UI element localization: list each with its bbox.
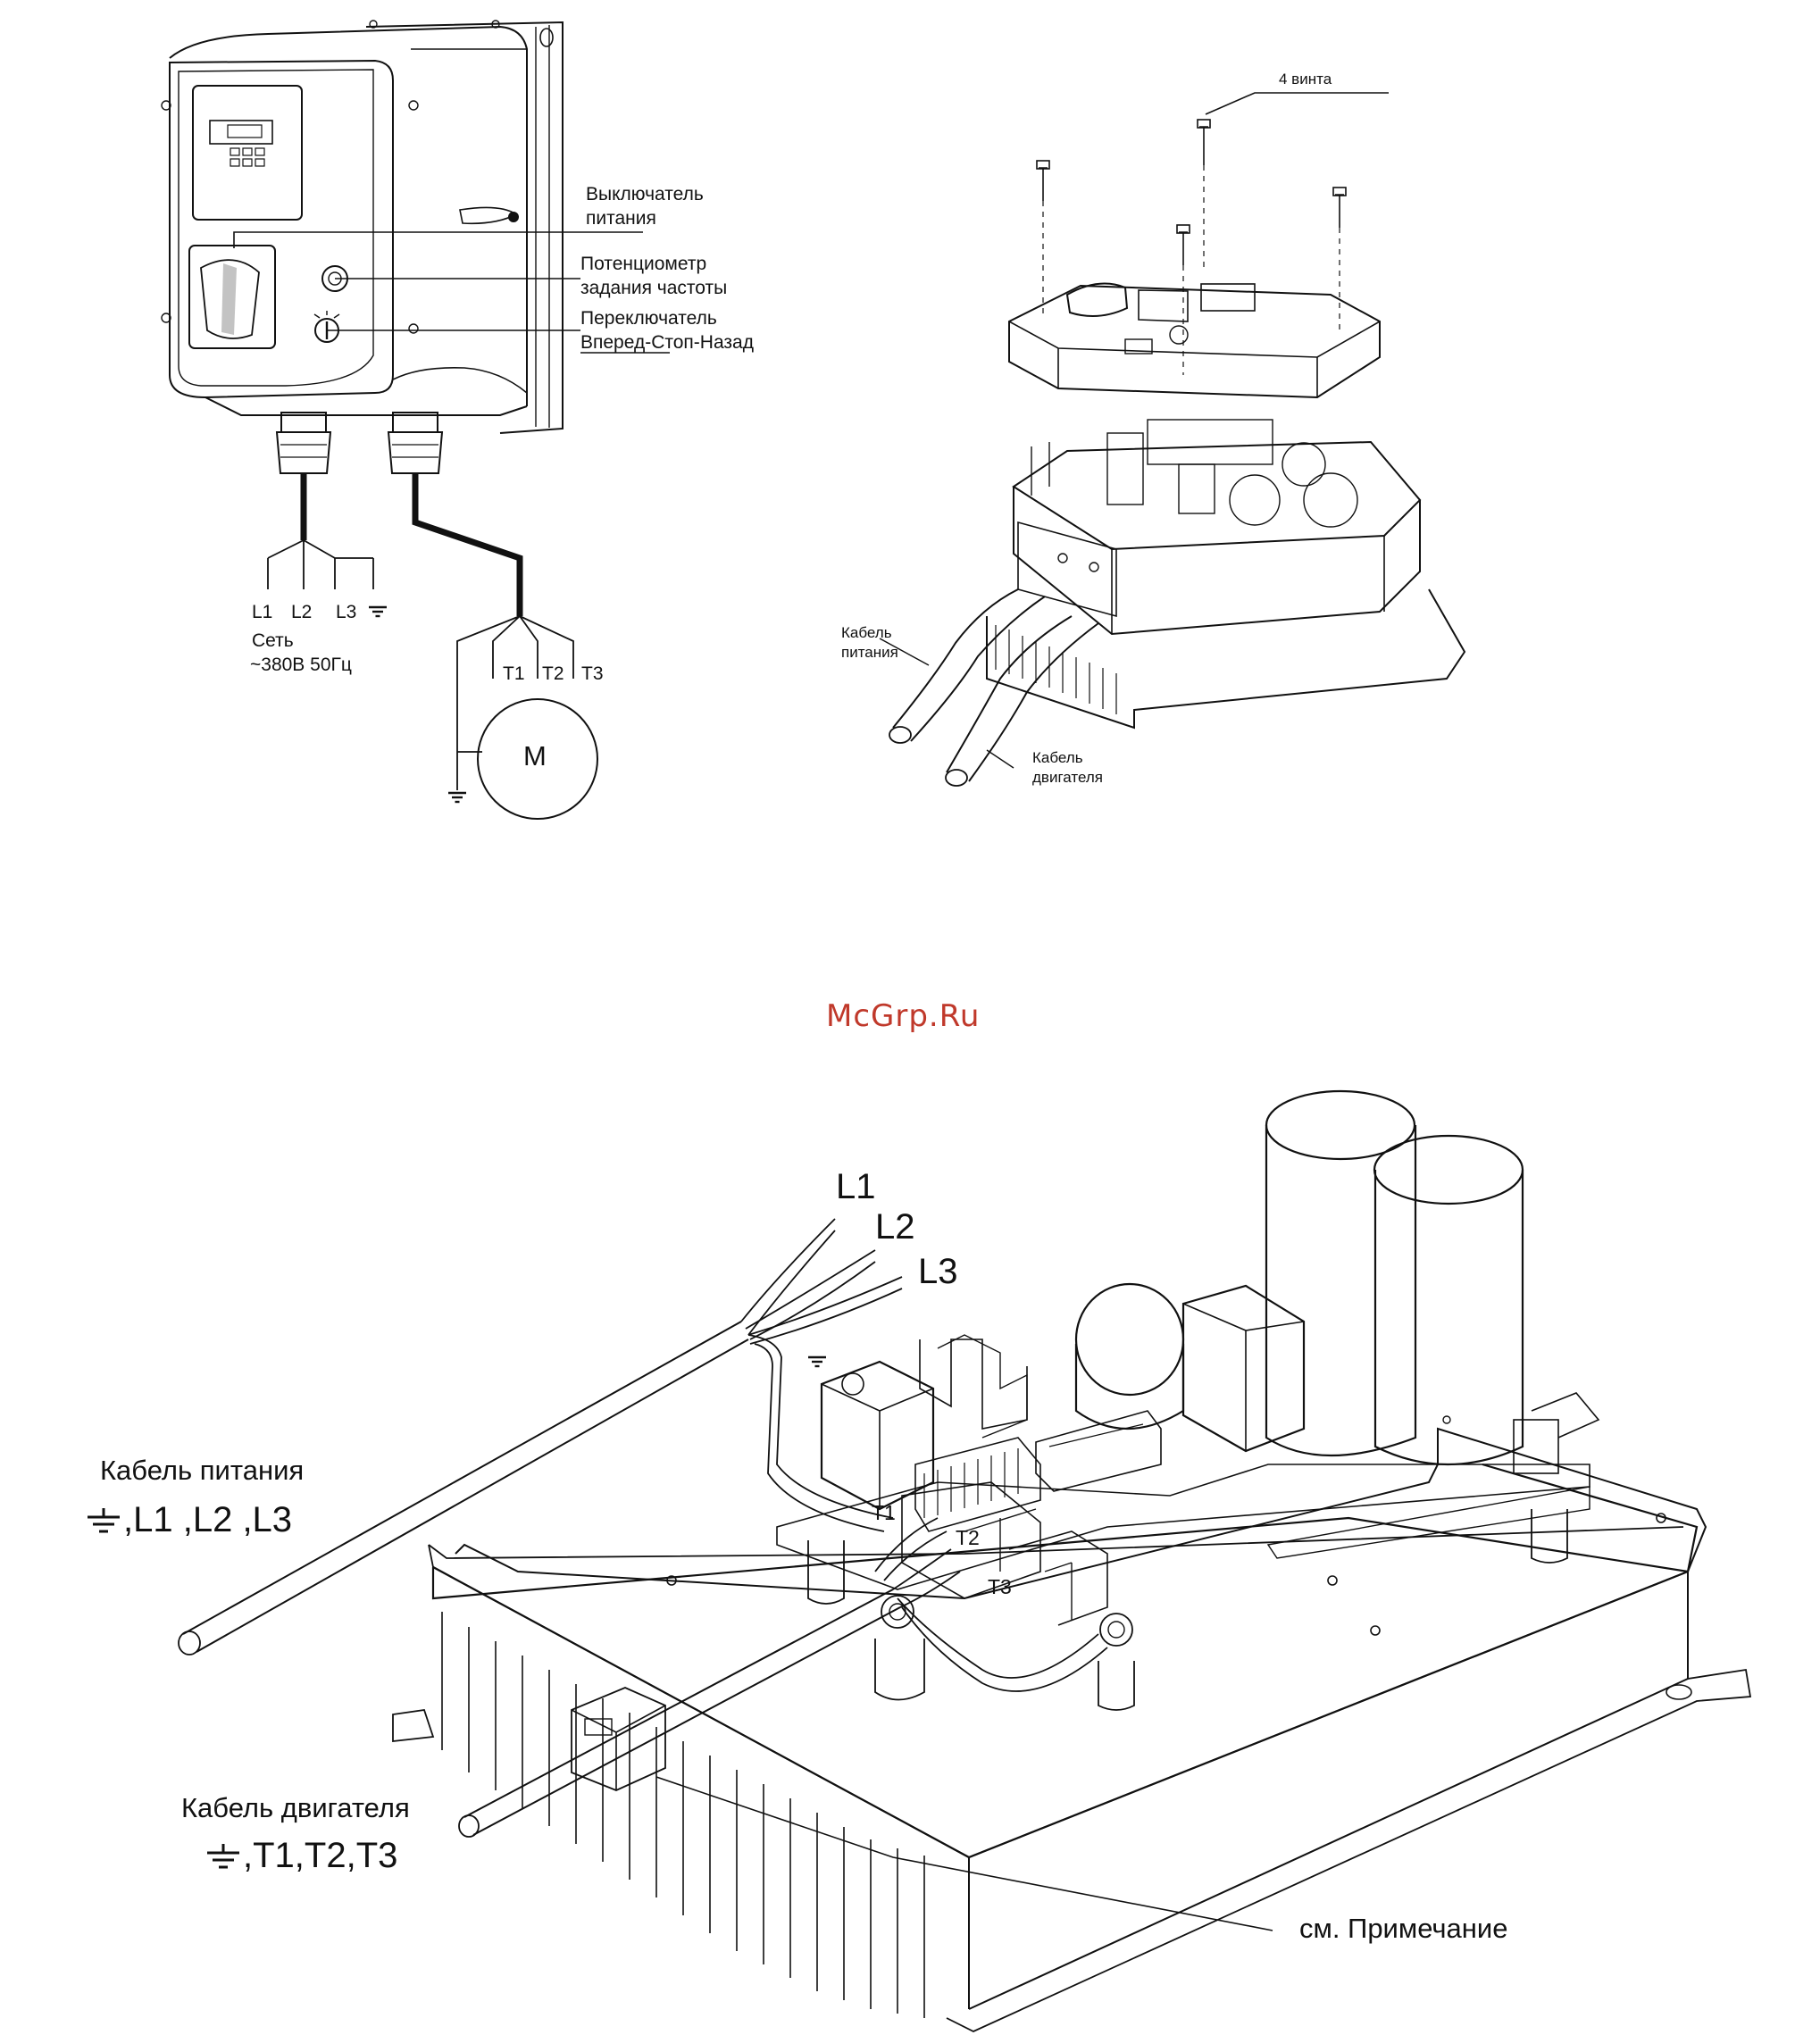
motor-symbol: M bbox=[523, 741, 547, 771]
wire-label-l2: L2 bbox=[875, 1207, 915, 1247]
terminal-label-t3: T3 bbox=[988, 1576, 1012, 1598]
note-label: см. Примечание bbox=[1299, 1914, 1507, 1944]
power-switch-label-2: питания bbox=[586, 208, 656, 229]
potentiometer-label-2: задания частоты bbox=[580, 278, 727, 298]
motor-cable-wires: ,T1,T2,T3 bbox=[204, 1836, 397, 1875]
motor-cable-label-2: двигателя bbox=[1032, 770, 1103, 787]
motor-ground-icon bbox=[448, 793, 466, 802]
terminal-label-t1: T1 bbox=[872, 1502, 896, 1524]
screws-label: 4 винта bbox=[1279, 71, 1332, 88]
motor-cable-title: Кабель двигателя bbox=[181, 1793, 410, 1823]
mains-terminal-l2: L2 bbox=[291, 602, 312, 622]
mains-caption-2: ~380В 50Гц bbox=[250, 655, 352, 675]
motor-terminal-t3: T3 bbox=[581, 663, 604, 684]
exploded-assembly bbox=[880, 93, 1465, 786]
power-cable-title: Кабель питания bbox=[100, 1455, 304, 1486]
motor-terminal-t2: T2 bbox=[542, 663, 564, 684]
pcb-ground-icon bbox=[808, 1357, 826, 1366]
watermark: McGrp.Ru bbox=[826, 1000, 980, 1033]
pcb-assembly bbox=[179, 1091, 1750, 2031]
wiring-schematic bbox=[268, 473, 597, 819]
motor-terminal-t1: T1 bbox=[503, 663, 525, 684]
power-switch-label-1: Выключатель bbox=[586, 184, 704, 204]
wire-label-l1: L1 bbox=[836, 1167, 876, 1206]
potentiometer-label-1: Потенциометр bbox=[580, 254, 706, 274]
power-cable-wires: ,L1 ,L2 ,L3 bbox=[84, 1500, 292, 1539]
motor-cable-wires-text: ,T1,T2,T3 bbox=[243, 1836, 397, 1875]
motor-cable-label-1: Кабель bbox=[1032, 750, 1083, 767]
ground-icon bbox=[204, 1842, 243, 1872]
power-cable-label-1: Кабель bbox=[841, 625, 892, 642]
direction-switch-label-1: Переключатель bbox=[580, 308, 717, 329]
direction-switch-label-2: Вперед-Стоп-Назад bbox=[580, 332, 754, 353]
power-cable-wires-text: ,L1 ,L2 ,L3 bbox=[123, 1500, 292, 1539]
mains-caption-1: Сеть bbox=[252, 630, 294, 651]
ground-icon bbox=[84, 1506, 123, 1537]
mains-terminal-l3: L3 bbox=[336, 602, 356, 622]
wire-label-l3: L3 bbox=[918, 1252, 958, 1291]
mains-terminal-l1: L1 bbox=[252, 602, 272, 622]
mains-ground-icon bbox=[369, 607, 387, 616]
power-cable-label-2: питания bbox=[841, 645, 898, 662]
drive-enclosure-front bbox=[162, 21, 563, 473]
terminal-label-t2: T2 bbox=[956, 1527, 980, 1549]
